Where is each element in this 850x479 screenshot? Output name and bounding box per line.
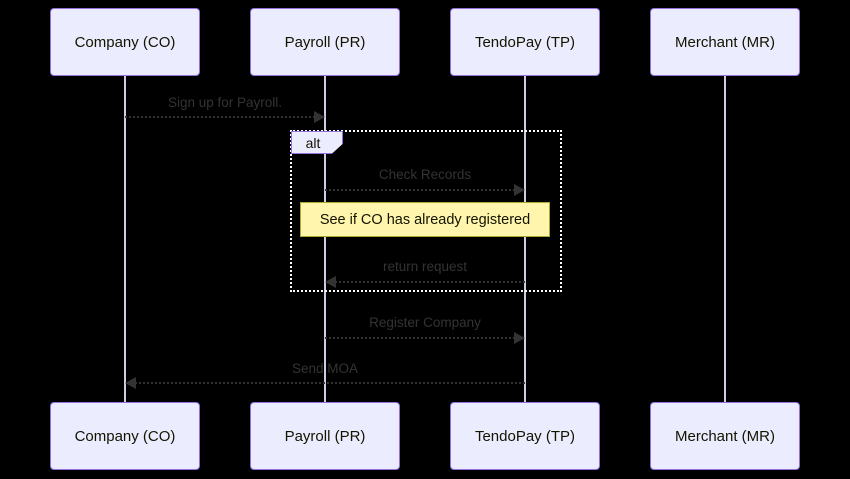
message-label-sign-up-for-payroll: Sign up for Payroll. — [167, 95, 283, 110]
participant-label-tendopay-bottom: TendoPay (TP) — [474, 427, 576, 445]
participant-label-payroll-top: Payroll (PR) — [284, 33, 366, 51]
message-line-check-records — [325, 189, 515, 191]
message-arrowhead-sign-up-for-payroll — [314, 111, 325, 123]
participant-box-payroll-bottom[interactable]: Payroll (PR) — [250, 402, 400, 470]
lifeline-merchant — [724, 76, 726, 403]
message-line-register-company — [325, 337, 515, 339]
alt-fragment-tag: alt — [291, 131, 343, 154]
alt-fragment-label: alt — [305, 134, 321, 151]
participant-box-company-bottom[interactable]: Company (CO) — [50, 402, 200, 470]
note-see-if-co-registered: See if CO has already registered — [300, 202, 550, 237]
lifeline-tendopay — [524, 76, 526, 403]
message-arrowhead-return-request — [325, 276, 336, 288]
message-label-register-company: Register Company — [369, 315, 481, 330]
participant-label-payroll-bottom: Payroll (PR) — [284, 427, 366, 445]
note-text: See if CO has already registered — [319, 211, 531, 228]
message-line-send-moa — [135, 382, 525, 384]
participant-box-tendopay-top[interactable]: TendoPay (TP) — [450, 8, 600, 76]
alt-fragment-frame — [290, 130, 562, 292]
participant-box-tendopay-bottom[interactable]: TendoPay (TP) — [450, 402, 600, 470]
participant-label-merchant-top: Merchant (MR) — [674, 33, 775, 51]
message-arrowhead-check-records — [514, 184, 525, 196]
message-arrowhead-register-company — [514, 332, 525, 344]
participant-label-tendopay-top: TendoPay (TP) — [474, 33, 576, 51]
message-line-return-request — [335, 281, 525, 283]
participant-box-merchant-top[interactable]: Merchant (MR) — [650, 8, 800, 76]
participant-label-merchant-bottom: Merchant (MR) — [674, 427, 775, 445]
message-label-check-records: Check Records — [378, 167, 472, 182]
participant-box-company-top[interactable]: Company (CO) — [50, 8, 200, 76]
participant-label-company-bottom: Company (CO) — [74, 427, 176, 445]
participant-box-merchant-bottom[interactable]: Merchant (MR) — [650, 402, 800, 470]
participant-label-company-top: Company (CO) — [74, 33, 176, 51]
lifeline-company — [124, 76, 126, 403]
message-label-return-request: return request — [382, 259, 468, 274]
message-line-sign-up-for-payroll — [125, 116, 315, 118]
message-arrowhead-send-moa — [125, 377, 136, 389]
participant-box-payroll-top[interactable]: Payroll (PR) — [250, 8, 400, 76]
message-label-send-moa: Send MOA — [291, 361, 359, 376]
lifeline-payroll — [324, 76, 326, 403]
